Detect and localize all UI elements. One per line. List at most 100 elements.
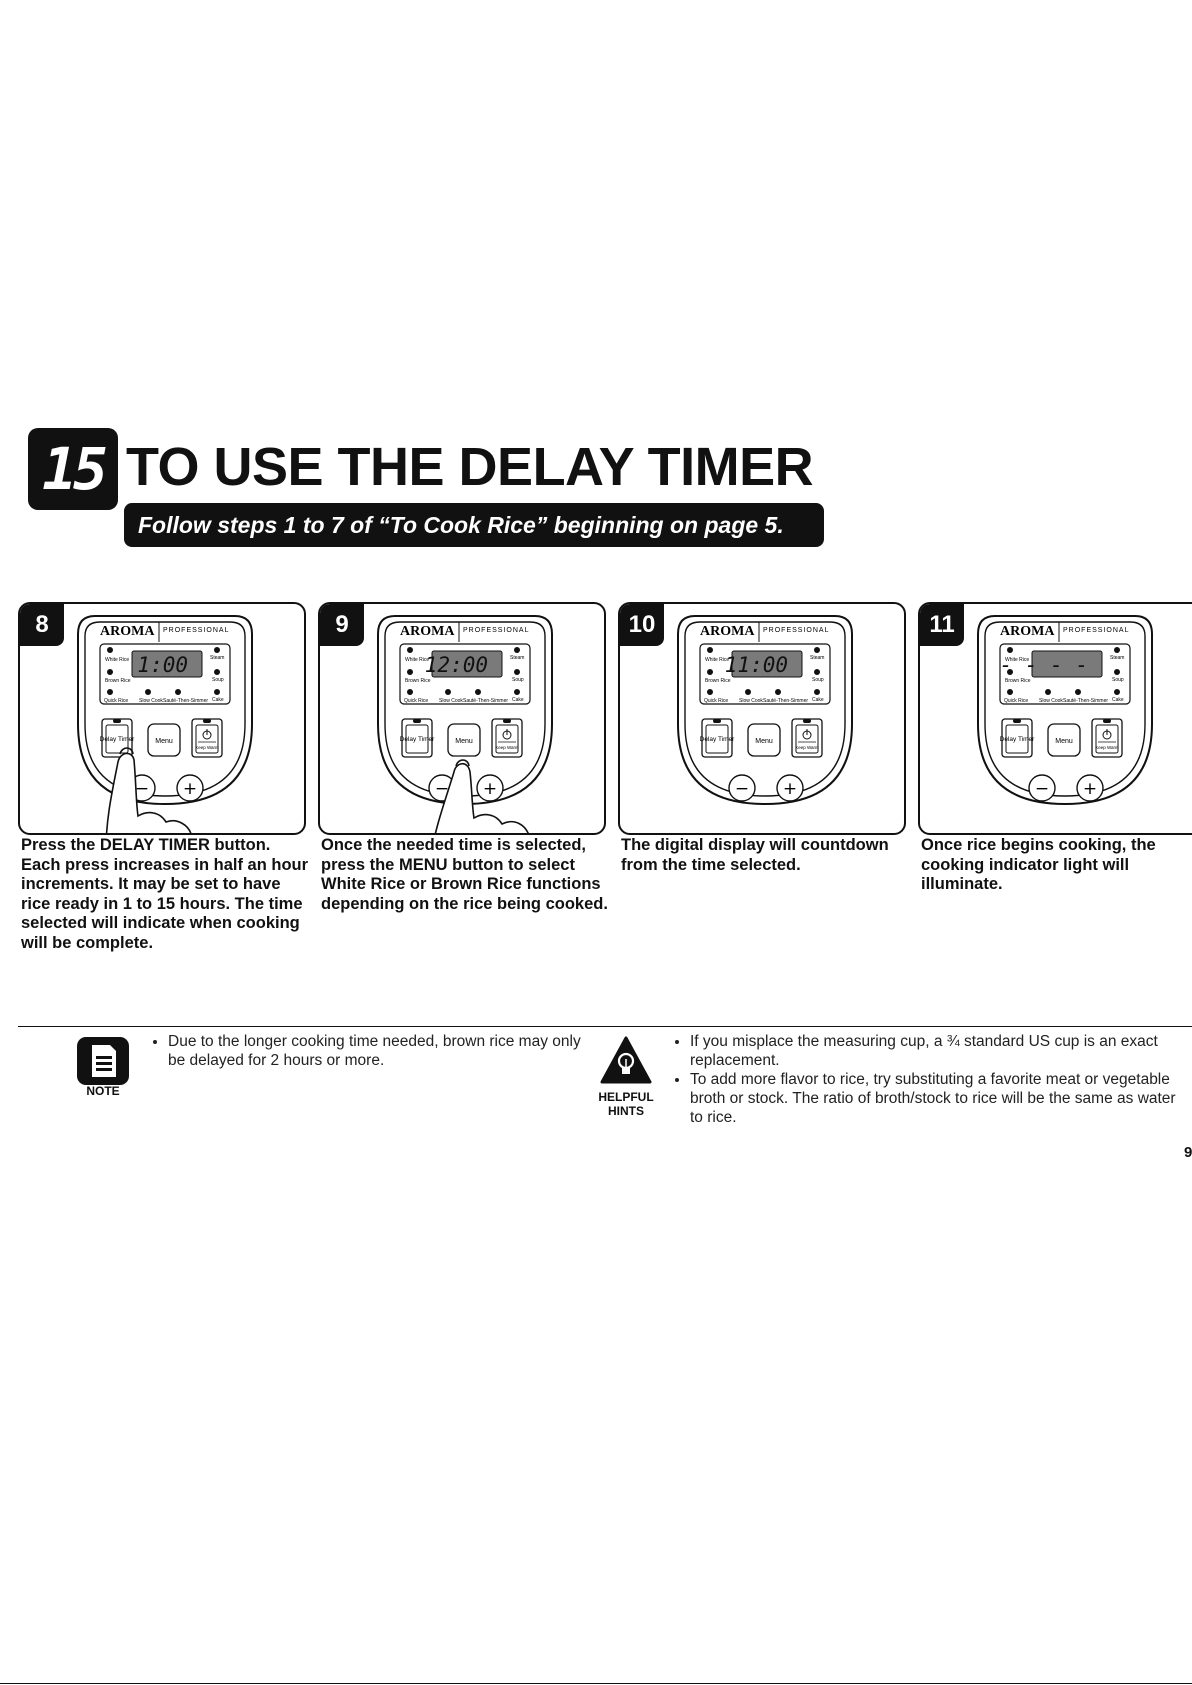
plus-button: + bbox=[1076, 774, 1104, 802]
rice-cooker-panel: AROMA PROFESSIONAL 1:00 White Rice Brown… bbox=[77, 615, 253, 833]
step-description: The digital display will countdown from … bbox=[621, 836, 889, 874]
plus-button: + bbox=[776, 774, 804, 802]
keep-warm-label: Keep Warm bbox=[195, 745, 219, 750]
soup-label: Soup bbox=[212, 677, 224, 683]
timer-display: 11:00 bbox=[725, 653, 788, 677]
timer-display: 12:00 bbox=[425, 653, 488, 677]
note-icon bbox=[77, 1037, 129, 1085]
saute-simmer-label: Sauté-Then-Simmer bbox=[1063, 698, 1108, 704]
menu-button: Menu bbox=[147, 723, 181, 757]
slow-cook-label: Slow Cook bbox=[739, 698, 763, 704]
steam-label: Steam bbox=[1110, 655, 1124, 661]
white-rice-label: White Rice bbox=[1005, 657, 1029, 663]
delay-timer-button: Delay Timer bbox=[100, 718, 136, 758]
step-illustration: AROMA PROFESSIONAL 11:00 White Rice Brow… bbox=[618, 602, 906, 835]
step-description: Press the DELAY TIMER button. Each press… bbox=[21, 836, 309, 952]
slow-cook-label: Slow Cook bbox=[1039, 698, 1063, 704]
lightbulb-icon bbox=[600, 1036, 652, 1084]
saute-simmer-label: Sauté-Then-Simmer bbox=[463, 698, 508, 704]
menu-label: Menu bbox=[1055, 738, 1073, 745]
keep-warm-label: Keep Warm bbox=[495, 745, 519, 750]
soup-label: Soup bbox=[1112, 677, 1124, 683]
cake-label: Cake bbox=[212, 697, 224, 703]
delay-timer-button: Delay Timer bbox=[1000, 718, 1036, 758]
cake-label: Cake bbox=[812, 697, 824, 703]
quick-rice-label: Quick Rice bbox=[104, 698, 128, 704]
delay-timer-button: Delay Timer bbox=[700, 718, 736, 758]
note-list: Due to the longer cooking time needed, b… bbox=[150, 1032, 588, 1070]
brand-logo: AROMA bbox=[1000, 624, 1055, 639]
minus-label: − bbox=[1035, 779, 1049, 799]
plus-button: + bbox=[176, 774, 204, 802]
keep-warm-button: Keep Warm bbox=[1091, 718, 1123, 758]
delay-timer-label: Delay Timer bbox=[400, 736, 436, 743]
steam-label: Steam bbox=[810, 655, 824, 661]
brand-line: PROFESSIONAL bbox=[163, 627, 229, 634]
note-label: NOTE bbox=[86, 1084, 120, 1098]
minus-label: − bbox=[435, 779, 449, 799]
step-illustration: AROMA PROFESSIONAL - - - - White Rice Br… bbox=[918, 602, 1192, 835]
brown-rice-label: Brown Rice bbox=[705, 678, 731, 684]
delay-timer-button: Delay Timer bbox=[400, 718, 436, 758]
rice-cooker-panel: AROMA PROFESSIONAL 12:00 White Rice Brow… bbox=[377, 615, 553, 833]
hints-label: HELPFUL HINTS bbox=[598, 1090, 654, 1118]
hint-item: To add more flavor to rice, try substitu… bbox=[690, 1070, 1180, 1127]
brand-line: PROFESSIONAL bbox=[463, 627, 529, 634]
page-title: TO USE THE DELAY TIMER bbox=[126, 437, 814, 497]
step-description: Once rice begins cooking, the cooking in… bbox=[921, 836, 1156, 893]
minus-label: − bbox=[135, 779, 149, 799]
saute-simmer-label: Sauté-Then-Simmer bbox=[763, 698, 808, 704]
brand-logo: AROMA bbox=[100, 624, 155, 639]
keep-warm-button: Keep Warm bbox=[791, 718, 823, 758]
note-item: Due to the longer cooking time needed, b… bbox=[168, 1032, 588, 1070]
minus-button: − bbox=[728, 774, 756, 802]
finger-illustration bbox=[105, 747, 192, 833]
plus-label: + bbox=[183, 779, 197, 799]
white-rice-label: White Rice bbox=[705, 657, 729, 663]
page-number: 9 bbox=[1184, 1144, 1192, 1161]
finger-illustration bbox=[434, 759, 529, 833]
slow-cook-label: Slow Cook bbox=[439, 698, 463, 704]
saute-simmer-label: Sauté-Then-Simmer bbox=[163, 698, 208, 704]
quick-rice-label: Quick Rice bbox=[704, 698, 728, 704]
cake-label: Cake bbox=[1112, 697, 1124, 703]
step-number: 9 bbox=[320, 604, 364, 646]
brand-line: PROFESSIONAL bbox=[763, 627, 829, 634]
soup-label: Soup bbox=[512, 677, 524, 683]
hint-item: If you misplace the measuring cup, a ¾ s… bbox=[690, 1032, 1180, 1070]
delay-timer-label: Delay Timer bbox=[100, 736, 136, 743]
quick-rice-label: Quick Rice bbox=[404, 698, 428, 704]
step-illustration: AROMA PROFESSIONAL 1:00 White Rice Brown… bbox=[18, 602, 306, 835]
delay-timer-label: Delay Timer bbox=[1000, 736, 1036, 743]
section-number-badge: 15 bbox=[28, 428, 118, 510]
plus-label: + bbox=[1083, 779, 1097, 799]
minus-label: − bbox=[735, 779, 749, 799]
soup-label: Soup bbox=[812, 677, 824, 683]
steam-label: Steam bbox=[210, 655, 224, 661]
plus-label: + bbox=[783, 779, 797, 799]
brown-rice-label: Brown Rice bbox=[1005, 678, 1031, 684]
cake-label: Cake bbox=[512, 697, 524, 703]
rice-cooker-panel: AROMA PROFESSIONAL 11:00 White Rice Brow… bbox=[677, 615, 853, 806]
brand-logo: AROMA bbox=[400, 624, 455, 639]
menu-button: Menu bbox=[447, 723, 481, 757]
brown-rice-label: Brown Rice bbox=[405, 678, 431, 684]
step-number: 10 bbox=[620, 604, 664, 646]
brand-line: PROFESSIONAL bbox=[1063, 627, 1129, 634]
white-rice-label: White Rice bbox=[405, 657, 429, 663]
bottom-rule bbox=[0, 1683, 1192, 1684]
step-number: 8 bbox=[20, 604, 64, 646]
menu-label: Menu bbox=[455, 738, 473, 745]
subtitle-banner: Follow steps 1 to 7 of “To Cook Rice” be… bbox=[124, 503, 824, 547]
subtitle-text: Follow steps 1 to 7 of “To Cook Rice” be… bbox=[138, 511, 784, 538]
section-number: 15 bbox=[42, 435, 108, 503]
minus-button: − bbox=[1028, 774, 1056, 802]
delay-timer-label: Delay Timer bbox=[700, 736, 736, 743]
keep-warm-button: Keep Warm bbox=[491, 718, 523, 758]
hints-list: If you misplace the measuring cup, a ¾ s… bbox=[672, 1032, 1180, 1127]
timer-display: 1:00 bbox=[137, 653, 188, 677]
menu-button: Menu bbox=[747, 723, 781, 757]
keep-warm-button: Keep Warm bbox=[191, 718, 223, 758]
menu-label: Menu bbox=[755, 738, 773, 745]
menu-button: Menu bbox=[1047, 723, 1081, 757]
